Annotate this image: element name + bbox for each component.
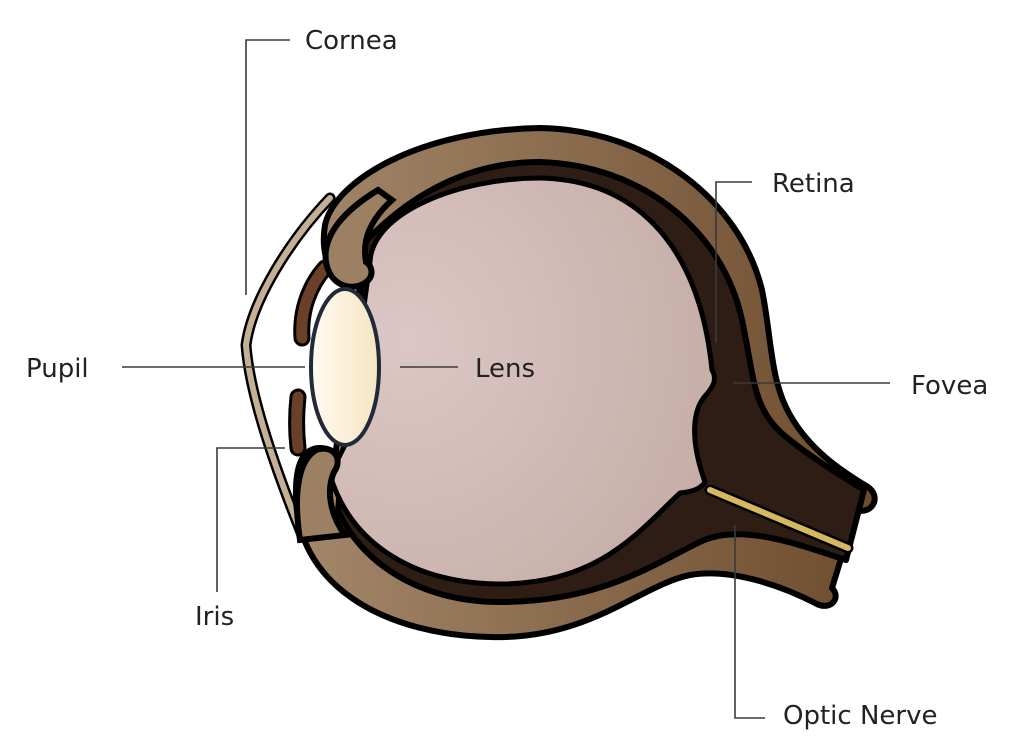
label-optic-nerve: Optic Nerve <box>783 701 937 731</box>
optic-nerve-leader-line <box>734 525 765 719</box>
retina-leader-line <box>715 181 752 343</box>
sclera-lower-lip <box>294 445 351 544</box>
label-cornea: Cornea <box>305 26 398 56</box>
cornea-leader-line <box>245 39 290 295</box>
label-lens: Lens <box>475 354 535 384</box>
iris-leader-line <box>216 447 285 592</box>
label-iris: Iris <box>195 602 234 632</box>
optic-nerve-fiber <box>704 484 854 554</box>
iris <box>288 259 334 457</box>
cornea <box>240 192 336 541</box>
label-pupil: Pupil <box>26 354 89 384</box>
vitreous-body <box>327 175 717 587</box>
lens <box>309 287 381 447</box>
label-fovea: Fovea <box>911 371 988 401</box>
label-retina: Retina <box>772 169 855 199</box>
sclera-upper-lip <box>322 186 397 290</box>
